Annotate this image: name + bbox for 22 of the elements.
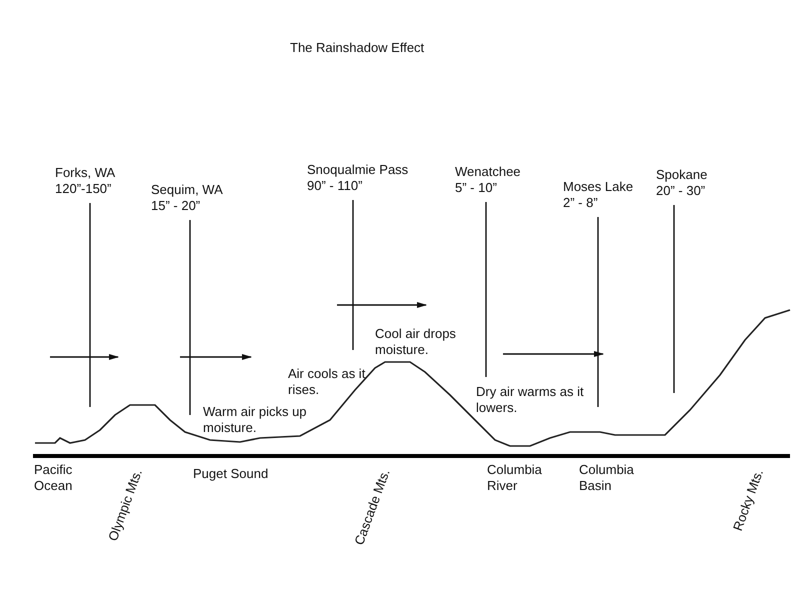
diagram-title: The Rainshadow Effect — [290, 40, 424, 56]
leader-line — [89, 203, 91, 407]
leader-line — [485, 202, 487, 377]
note-text: Dry air warms as it lowers. — [476, 384, 585, 416]
city-label: Moses Lake 2” - 8” — [563, 179, 634, 211]
city-label: Sequim, WA 15” - 20” — [151, 182, 223, 214]
city-label: Snoqualmie Pass 90” - 110” — [307, 162, 408, 194]
note-text: Warm air picks up moisture. — [203, 404, 308, 436]
leader-line — [673, 205, 675, 393]
note-text: Cool air drops moisture. — [375, 326, 457, 358]
place-name: Columbia River — [487, 462, 543, 494]
city-label: Forks, WA 120”-150” — [55, 165, 116, 197]
leader-line — [189, 220, 191, 415]
leader-line — [352, 200, 354, 350]
place-name: Rocky Mts. — [730, 467, 766, 533]
place-name: Pacific Ocean — [34, 462, 74, 494]
city-label: Wenatchee 5” - 10” — [455, 164, 521, 196]
place-name: Columbia Basin — [579, 462, 635, 494]
city-label: Spokane 20” - 30” — [656, 167, 708, 199]
leader-line — [597, 217, 599, 407]
place-name: Puget Sound — [193, 466, 268, 482]
note-text: Air cools as it rises. — [288, 366, 366, 398]
